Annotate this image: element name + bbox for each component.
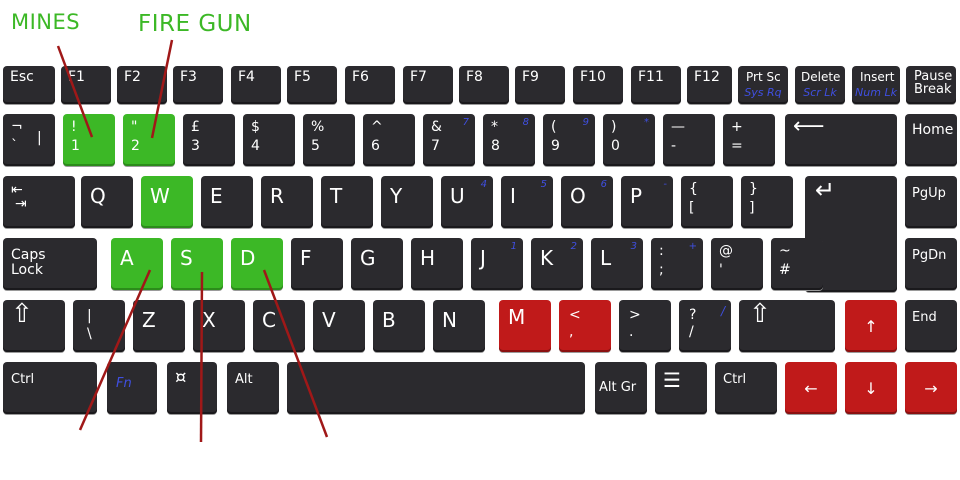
key-1: !1 bbox=[63, 114, 115, 166]
key-f5: F5 bbox=[287, 66, 337, 104]
key-m: M bbox=[499, 300, 551, 352]
key-n: N bbox=[433, 300, 485, 352]
key-hash: ~# bbox=[771, 238, 823, 290]
key-quote: @' bbox=[711, 238, 763, 290]
key-menu: ☰ bbox=[655, 362, 707, 414]
key-3: £3 bbox=[183, 114, 235, 166]
key-esc: Esc bbox=[3, 66, 55, 104]
key-spacebar bbox=[287, 362, 585, 414]
key-6: ^6 bbox=[363, 114, 415, 166]
key-f: F bbox=[291, 238, 343, 290]
key-w: W bbox=[141, 176, 193, 228]
key-left-shift: ⇧ bbox=[3, 300, 65, 352]
key-grave: ¬` | bbox=[3, 114, 55, 166]
key-f7: F7 bbox=[403, 66, 453, 104]
key-f4: F4 bbox=[231, 66, 281, 104]
key-p: P- bbox=[621, 176, 673, 228]
fire-gun-annotation: FIRE GUN bbox=[138, 11, 252, 37]
key-lbracket: {[ bbox=[681, 176, 733, 228]
key-r: R bbox=[261, 176, 313, 228]
key-comma: <, bbox=[559, 300, 611, 352]
key-g: G bbox=[351, 238, 403, 290]
key-h: H bbox=[411, 238, 463, 290]
key-a: A bbox=[111, 238, 163, 290]
key-arrow-down: ↓ bbox=[845, 362, 897, 414]
key-f10: F10 bbox=[573, 66, 623, 104]
key-tab: ⇤⇥ bbox=[3, 176, 75, 228]
key-pgup: PgUp bbox=[905, 176, 957, 228]
key-f8: F8 bbox=[459, 66, 509, 104]
key-e: E bbox=[201, 176, 253, 228]
key-arrow-up: ↑ bbox=[845, 300, 897, 352]
key-right-ctrl: Ctrl bbox=[715, 362, 777, 414]
key-left-alt: Alt bbox=[227, 362, 279, 414]
key-home: Home bbox=[905, 114, 957, 166]
key-left-ctrl: Ctrl bbox=[3, 362, 97, 414]
key-d: D bbox=[231, 238, 283, 290]
key-f1: F1 bbox=[61, 66, 111, 104]
key-end: End bbox=[905, 300, 957, 352]
key-z: Z bbox=[133, 300, 185, 352]
key-f6: F6 bbox=[345, 66, 395, 104]
pointer-d bbox=[262, 269, 329, 438]
key-b: B bbox=[373, 300, 425, 352]
key-arrow-right: → bbox=[905, 362, 957, 414]
key-pgdn: PgDn bbox=[905, 238, 957, 290]
key-arrow-left: ← bbox=[785, 362, 837, 414]
key-backspace: ⟵ bbox=[785, 114, 897, 166]
key-0: )0* bbox=[603, 114, 655, 166]
key-4: $4 bbox=[243, 114, 295, 166]
key-period: >. bbox=[619, 300, 671, 352]
key-right-shift: ⇧ bbox=[739, 300, 835, 352]
key-s: S bbox=[171, 238, 223, 290]
key-f9: F9 bbox=[515, 66, 565, 104]
key-equals: += bbox=[723, 114, 775, 166]
key-y: Y bbox=[381, 176, 433, 228]
key-slash: ?// bbox=[679, 300, 731, 352]
key-t: T bbox=[321, 176, 373, 228]
key-f12: F12 bbox=[687, 66, 732, 104]
key-v: V bbox=[313, 300, 365, 352]
key-minus: —- bbox=[663, 114, 715, 166]
key-f3: F3 bbox=[173, 66, 223, 104]
key-enter: ↵ bbox=[805, 176, 897, 292]
key-5: %5 bbox=[303, 114, 355, 166]
pointer-s bbox=[199, 271, 204, 443]
key-rbracket: }] bbox=[741, 176, 793, 228]
pointer-a bbox=[78, 269, 152, 431]
key-f11: F11 bbox=[631, 66, 681, 104]
key-super: ¤ bbox=[167, 362, 217, 414]
key-semicolon: :;+ bbox=[651, 238, 703, 290]
key-f2: F2 bbox=[117, 66, 167, 104]
key-fn: Fn bbox=[107, 362, 157, 414]
pointer-fire-gun bbox=[150, 39, 174, 139]
mines-annotation: MINES bbox=[11, 10, 81, 34]
key-q: Q bbox=[81, 176, 133, 228]
key-altgr: Alt Gr bbox=[595, 362, 647, 414]
key-2: "2 bbox=[123, 114, 175, 166]
pointer-mines bbox=[56, 45, 94, 138]
key-backslash: |\ bbox=[73, 300, 125, 352]
